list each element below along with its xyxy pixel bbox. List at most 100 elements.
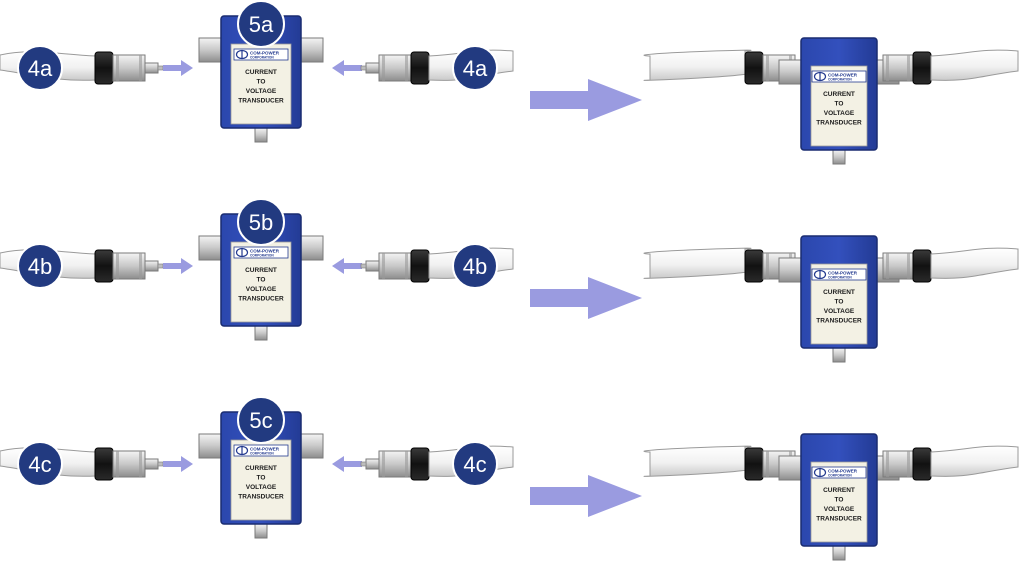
logo-subtext: CORPORATION — [828, 78, 852, 82]
left-port-icon — [198, 37, 222, 63]
bottom-port-icon — [254, 325, 268, 341]
connected-left-nut-icon — [744, 447, 764, 481]
cable-label-right: 4c — [452, 441, 498, 487]
connected-right-ferrule-icon — [882, 252, 914, 280]
logo-text: COM-POWER — [828, 73, 858, 78]
label-line-3: VOLTAGE — [824, 308, 855, 315]
right-knurled-nut-icon — [410, 447, 430, 481]
right-ferrule-icon — [378, 54, 412, 82]
device-label-text: 5a — [249, 12, 274, 37]
connected-right-cable-icon — [930, 247, 1019, 279]
connected-left-nut-icon — [744, 249, 764, 283]
connect-arrow-left-icon — [163, 456, 193, 472]
label-line-3: VOLTAGE — [824, 506, 855, 513]
label-line-2: TO — [257, 475, 266, 482]
device-label: 5b — [237, 198, 285, 246]
label-line-3: VOLTAGE — [246, 88, 277, 95]
current-to-voltage-transducer-icon: COM-POWERCORPORATIONCURRENTTOVOLTAGETRAN… — [198, 15, 324, 143]
device-label: 5a — [237, 0, 285, 48]
connected-left-cable-icon — [643, 49, 752, 81]
bottom-port-icon — [832, 149, 846, 165]
connected-transducer-icon: COM-POWERCORPORATIONCURRENTTOVOLTAGETRAN… — [778, 37, 900, 165]
logo-text: COM-POWER — [828, 271, 858, 276]
right-ferrule-icon — [378, 252, 412, 280]
diagram-row-1: 4aCOM-POWERCORPORATIONCURRENTTOVOLTAGETR… — [0, 0, 1019, 165]
right-connector-pin-icon — [360, 260, 380, 272]
left-ferrule-icon — [112, 450, 146, 478]
logo-subtext: CORPORATION — [250, 254, 274, 258]
left-port-icon — [198, 433, 222, 459]
left-knurled-nut-icon — [94, 447, 114, 481]
right-port-icon — [300, 37, 324, 63]
cable-label-right-text: 4a — [463, 56, 488, 81]
connected-right-ferrule-icon — [882, 450, 914, 478]
cable-label-left: 4c — [17, 441, 63, 487]
label-line-1: CURRENT — [245, 465, 277, 472]
connected-assembly: COM-POWERCORPORATIONCURRENTTOVOLTAGETRAN… — [643, 235, 1019, 363]
logo-subtext: CORPORATION — [250, 56, 274, 60]
left-port-icon — [778, 59, 802, 85]
right-knurled-nut-icon — [410, 249, 430, 283]
right-port-icon — [300, 235, 324, 261]
logo-subtext: CORPORATION — [828, 474, 852, 478]
right-connector-pin-icon — [360, 458, 380, 470]
connect-arrow-right-icon — [332, 456, 362, 472]
label-line-2: TO — [835, 101, 844, 108]
result-arrow-icon — [530, 79, 642, 121]
device-label: 5c — [237, 396, 285, 444]
connected-right-cable-icon — [930, 49, 1019, 81]
connect-arrow-left-icon — [163, 258, 193, 274]
right-ferrule-icon — [378, 450, 412, 478]
right-connector-pin-icon — [360, 62, 380, 74]
cable-label-left: 4a — [17, 45, 63, 91]
label-line-4: TRANSDUCER — [816, 516, 862, 523]
connect-arrow-right-icon — [332, 60, 362, 76]
result-arrow-icon — [530, 475, 642, 517]
device-label-text: 5c — [249, 408, 272, 433]
cable-label-left-text: 4a — [28, 56, 53, 81]
right-port-icon — [300, 433, 324, 459]
connected-assembly: COM-POWERCORPORATIONCURRENTTOVOLTAGETRAN… — [643, 433, 1019, 561]
connect-arrow-right-icon — [332, 258, 362, 274]
label-line-3: VOLTAGE — [824, 110, 855, 117]
cable-label-right: 4a — [452, 45, 498, 91]
logo-text: COM-POWER — [250, 447, 280, 452]
left-connector-pin-icon — [144, 260, 164, 272]
logo-text: COM-POWER — [828, 469, 858, 474]
connected-left-cable-icon — [643, 247, 752, 279]
label-line-4: TRANSDUCER — [238, 296, 284, 303]
left-port-icon — [778, 257, 802, 283]
label-line-2: TO — [835, 299, 844, 306]
right-knurled-nut-icon — [410, 51, 430, 85]
label-line-2: TO — [257, 79, 266, 86]
device-label-text: 5b — [249, 210, 273, 235]
left-connector-pin-icon — [144, 458, 164, 470]
cable-label-left: 4b — [17, 243, 63, 289]
label-line-1: CURRENT — [823, 487, 855, 494]
connected-right-nut-icon — [912, 447, 932, 481]
connected-transducer-icon: COM-POWERCORPORATIONCURRENTTOVOLTAGETRAN… — [778, 433, 900, 561]
logo-text: COM-POWER — [250, 249, 280, 254]
cable-label-right-text: 4b — [463, 254, 487, 279]
connected-right-nut-icon — [912, 249, 932, 283]
connected-left-cable-icon — [643, 445, 752, 477]
label-line-3: VOLTAGE — [246, 286, 277, 293]
connected-right-nut-icon — [912, 51, 932, 85]
label-line-4: TRANSDUCER — [816, 318, 862, 325]
left-connector-pin-icon — [144, 62, 164, 74]
logo-subtext: CORPORATION — [828, 276, 852, 280]
bottom-port-icon — [832, 347, 846, 363]
bottom-port-icon — [832, 545, 846, 561]
current-to-voltage-transducer-icon: COM-POWERCORPORATIONCURRENTTOVOLTAGETRAN… — [198, 213, 324, 341]
logo-text: COM-POWER — [250, 51, 280, 56]
connect-arrow-left-icon — [163, 60, 193, 76]
connected-assembly: COM-POWERCORPORATIONCURRENTTOVOLTAGETRAN… — [643, 37, 1019, 165]
label-line-1: CURRENT — [823, 91, 855, 98]
bottom-port-icon — [254, 127, 268, 143]
